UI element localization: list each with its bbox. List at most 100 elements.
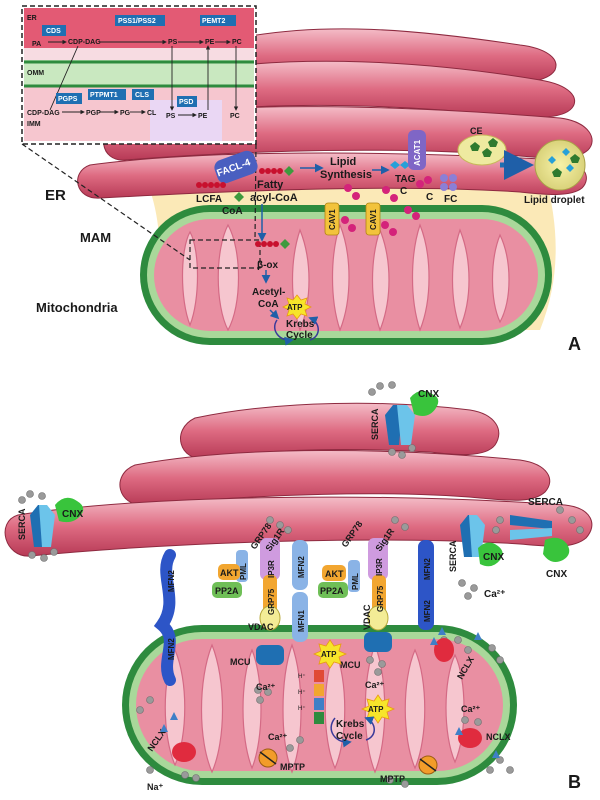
serca-top xyxy=(385,390,439,445)
ip3r-a-label: IP3R xyxy=(267,560,276,578)
mfn2-d-label: MFN2 xyxy=(423,558,432,580)
lcfa-chain xyxy=(196,182,226,188)
mcu-b-label: MCU xyxy=(340,660,361,670)
tether-complex-a xyxy=(153,538,284,686)
facl4-protein: FACL-4 xyxy=(214,150,258,184)
ca-label-4: Ca²⁺ xyxy=(461,704,481,714)
acat1-protein: ACAT1 xyxy=(408,130,426,170)
acetyl-coa-label-2: CoA xyxy=(258,299,279,310)
ca-label-1: Ca²⁺ xyxy=(484,589,505,600)
inset-ps-er: PS xyxy=(168,39,178,46)
svg-text:H⁺: H⁺ xyxy=(298,673,306,680)
krebs-a-label-2: Cycle xyxy=(286,330,313,341)
inset-cl: CL xyxy=(147,110,157,117)
inset-ps-mito: PS xyxy=(166,113,176,120)
label-mitochondria: Mitochondria xyxy=(36,300,118,315)
inset-pe-er: PE xyxy=(205,39,215,46)
vdac-b-label: VDAC xyxy=(362,604,372,630)
tether-complex-b xyxy=(318,538,434,652)
acetyl-coa-label-1: Acetyl- xyxy=(252,287,285,298)
mptp-2-label: MPTP xyxy=(380,774,405,784)
er-network-b xyxy=(4,402,593,557)
fatty-acyl-chain xyxy=(259,166,294,176)
mfn2-a-label: MFN2 xyxy=(167,570,176,592)
serca-right1-label: SERCA xyxy=(528,497,563,508)
ce-label: CE xyxy=(470,126,483,136)
cnx-right1-label: CNX xyxy=(546,569,567,580)
lipid-droplet xyxy=(534,139,586,191)
label-er: ER xyxy=(45,187,66,204)
panel-letter-a: A xyxy=(568,334,581,354)
beta-ox-chain xyxy=(255,239,290,249)
fc-dots xyxy=(440,174,457,191)
cnx-right2-label: CNX xyxy=(483,552,504,563)
inset-psd: PSD xyxy=(179,99,193,106)
pml-b-label: PML xyxy=(351,573,360,590)
panel-letter-b: B xyxy=(568,772,581,792)
krebs-b-label-2: Cycle xyxy=(336,731,363,742)
atp-burst-b2 xyxy=(360,694,396,724)
beta-ox-label: β-ox xyxy=(257,260,279,271)
label-mam: MAM xyxy=(80,230,111,245)
inset-cds-box xyxy=(42,25,66,36)
cav1-b: CAV1 xyxy=(365,202,381,236)
nclx-2-label: NCLX xyxy=(486,732,511,742)
electron-transport: H⁺ H⁺ H⁺ xyxy=(298,670,324,724)
mptp-1 xyxy=(258,748,278,768)
svg-text:H⁺: H⁺ xyxy=(298,689,306,696)
sodium-ions xyxy=(160,627,500,758)
inset-pemt2-box xyxy=(200,15,236,26)
krebs-b-label-1: Krebs xyxy=(336,719,365,730)
atp-burst-a: ATP xyxy=(282,294,312,320)
acat1-label: ACAT1 xyxy=(413,139,422,166)
grp75-b-label: GRP75 xyxy=(376,585,385,612)
mcu-a-label: MCU xyxy=(230,657,251,667)
grp75-a-label: GRP75 xyxy=(267,588,276,615)
cnx-left-label: CNX xyxy=(62,509,83,520)
c-label-2: C xyxy=(426,192,433,203)
lipid-droplet-label: Lipid droplet xyxy=(524,195,585,206)
lcfa-label: LCFA xyxy=(196,194,222,205)
cav1-b-label: CAV1 xyxy=(369,209,378,230)
ce-droplet xyxy=(457,134,507,166)
mptp-1-label: MPTP xyxy=(280,762,305,772)
serca-right-2 xyxy=(460,515,503,567)
nclx-2 xyxy=(458,728,482,748)
pp2a-a-label: PP2A xyxy=(215,586,239,596)
mfn2-b-label: MFN2 xyxy=(167,638,176,660)
inset-imm-tag: IMM xyxy=(27,121,41,128)
mptp-2 xyxy=(418,755,438,775)
serca-left xyxy=(30,497,84,547)
inset-pg: PG xyxy=(120,110,131,117)
krebs-a-label-1: Krebs xyxy=(286,319,315,330)
serca-right2-label: SERCA xyxy=(448,540,458,572)
serca-right-1 xyxy=(510,515,570,562)
tag-label: TAG xyxy=(395,174,416,185)
akt-a-label: AKT xyxy=(220,568,239,578)
ip3r-b-label: IP3R xyxy=(375,558,384,576)
cholesterol-dots xyxy=(341,176,432,236)
akt-b-label: AKT xyxy=(325,569,344,579)
cnx-top-label: CNX xyxy=(418,389,439,400)
lipid-synthesis-label-1: Lipid xyxy=(330,156,356,168)
vdac-a-label: VDAC xyxy=(248,622,274,632)
inset-diagram: ER OMM IMM PA CDS CDP-DAG PSS1/PSS2 PS P… xyxy=(21,5,257,145)
atp-b2-label: ATP xyxy=(368,705,384,714)
inset-pss-box xyxy=(115,15,165,26)
inset-pgp: PGP xyxy=(86,110,101,117)
pp2a-b-label: PP2A xyxy=(320,586,344,596)
atp-a-label: ATP xyxy=(287,303,303,312)
inset-pa: PA xyxy=(32,41,41,48)
lipid-synthesis-label-2: Synthesis xyxy=(320,169,372,181)
inset-ptpmt1: PTPMT1 xyxy=(90,92,118,99)
inset-psd-box xyxy=(177,96,197,107)
pml-a-label: PML xyxy=(239,563,248,580)
inset-pe-mito: PE xyxy=(198,113,208,120)
ca-label-5: Ca²⁺ xyxy=(268,732,288,742)
inset-cdp-dag-imm: CDP-DAG xyxy=(27,110,60,117)
inset-cds: CDS xyxy=(46,28,61,35)
mitochondrion-a xyxy=(140,205,552,345)
calcium-ions xyxy=(18,381,584,788)
inset-er-tag: ER xyxy=(27,15,37,22)
